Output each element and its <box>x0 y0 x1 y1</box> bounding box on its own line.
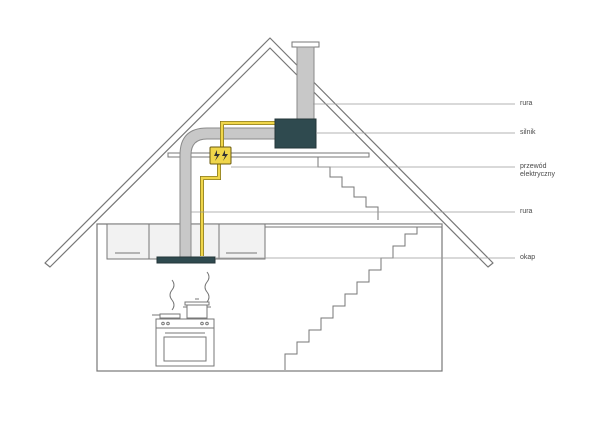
roof <box>44 37 494 268</box>
chimney-pipe <box>291 41 320 120</box>
pan-icon <box>152 313 181 319</box>
label-rura-mid: rura <box>520 208 533 215</box>
main-stairs <box>284 227 418 370</box>
label-przewod-elektryczny: przewód elektryczny <box>520 163 556 178</box>
attic-stairs <box>317 157 379 220</box>
leader-lines <box>191 103 515 259</box>
motor-box <box>274 118 317 149</box>
label-rura-top: rura <box>520 100 533 107</box>
range-hood <box>156 256 216 264</box>
attic-floor <box>167 152 370 158</box>
lightning-bolt-icon <box>209 146 232 165</box>
label-okap: okap <box>520 254 536 261</box>
pot-icon <box>183 298 211 319</box>
ceiling-slab <box>264 223 443 228</box>
electric-wire <box>200 121 277 256</box>
stove-icon <box>155 318 215 367</box>
steam-icon <box>169 271 210 311</box>
label-silnik: silnik <box>520 129 536 136</box>
